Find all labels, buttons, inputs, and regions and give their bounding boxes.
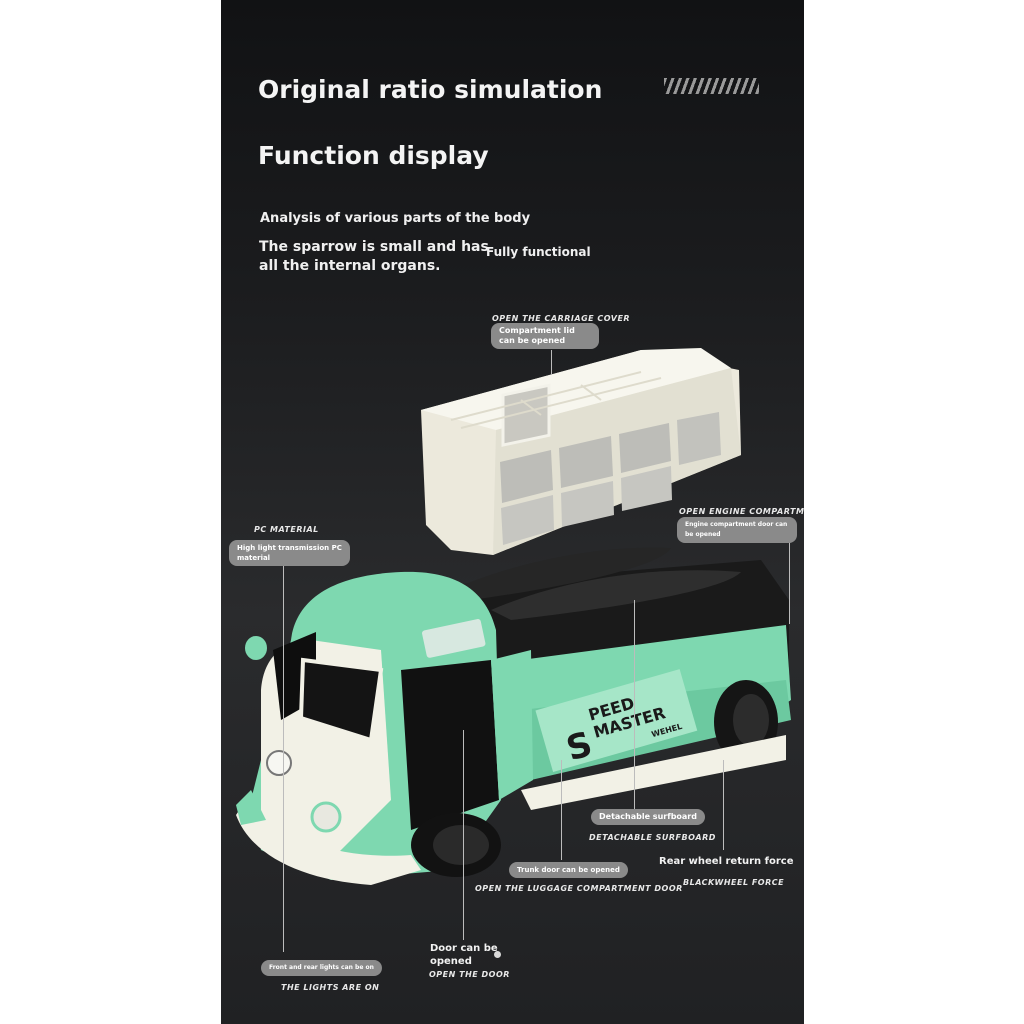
door-dot: [494, 951, 501, 958]
door-connector: [463, 730, 464, 940]
rear-connector: [723, 760, 724, 850]
carriage-caption: OPEN THE CARRIAGE COVER: [492, 314, 631, 323]
door-caption: OPEN THE DOOR: [429, 970, 510, 979]
lights-caption: THE LIGHTS ARE ON: [281, 983, 380, 992]
surf-caption: DETACHABLE SURFBOARD: [589, 833, 716, 842]
carriage-cover: [421, 348, 741, 555]
trunk-connector: [561, 760, 562, 860]
fully-functional-text: Fully functional: [486, 245, 591, 259]
truck-illustration: S PEED MASTER WEHEL: [236, 348, 791, 885]
decorative-stripes: [664, 78, 759, 94]
speed-master-decal: [535, 669, 698, 772]
engine-caption: OPEN ENGINE COMPARTMENT: [679, 507, 804, 516]
analysis-text: Analysis of various parts of the body: [260, 211, 531, 226]
lights-pill: Front and rear lights can be on: [261, 960, 382, 976]
truck-body: [236, 547, 791, 885]
surf-pill: Detachable surfboard: [591, 809, 705, 825]
page-title: Original ratio simulation: [258, 75, 603, 104]
rear-label: Rear wheel return force: [659, 856, 794, 867]
trunk-pill: Trunk door can be opened: [509, 862, 628, 878]
rear-caption: BLACKWHEEL FORCE: [683, 878, 785, 887]
lights-connector: [283, 562, 284, 952]
engine-connector: [789, 542, 790, 624]
trunk-caption: OPEN THE LUGGAGE COMPARTMENT DOOR: [475, 884, 683, 893]
section-heading: Function display: [258, 141, 489, 170]
surf-connector: [634, 600, 635, 810]
carriage-connector: [551, 350, 552, 375]
sparrow-line-1: The sparrow is small and has: [259, 239, 489, 255]
carriage-pill: Compartment lid can be opened: [491, 323, 599, 349]
pc-pill: High light transmission PC material: [229, 540, 350, 566]
pc-caption: PC MATERIAL: [254, 525, 319, 534]
sparrow-line-2: all the internal organs.: [259, 258, 441, 274]
product-panel: Original ratio simulation Function displ…: [221, 0, 804, 1024]
engine-pill: Engine compartment door can be opened: [677, 517, 797, 543]
door-label: Door can be opened: [430, 943, 498, 967]
